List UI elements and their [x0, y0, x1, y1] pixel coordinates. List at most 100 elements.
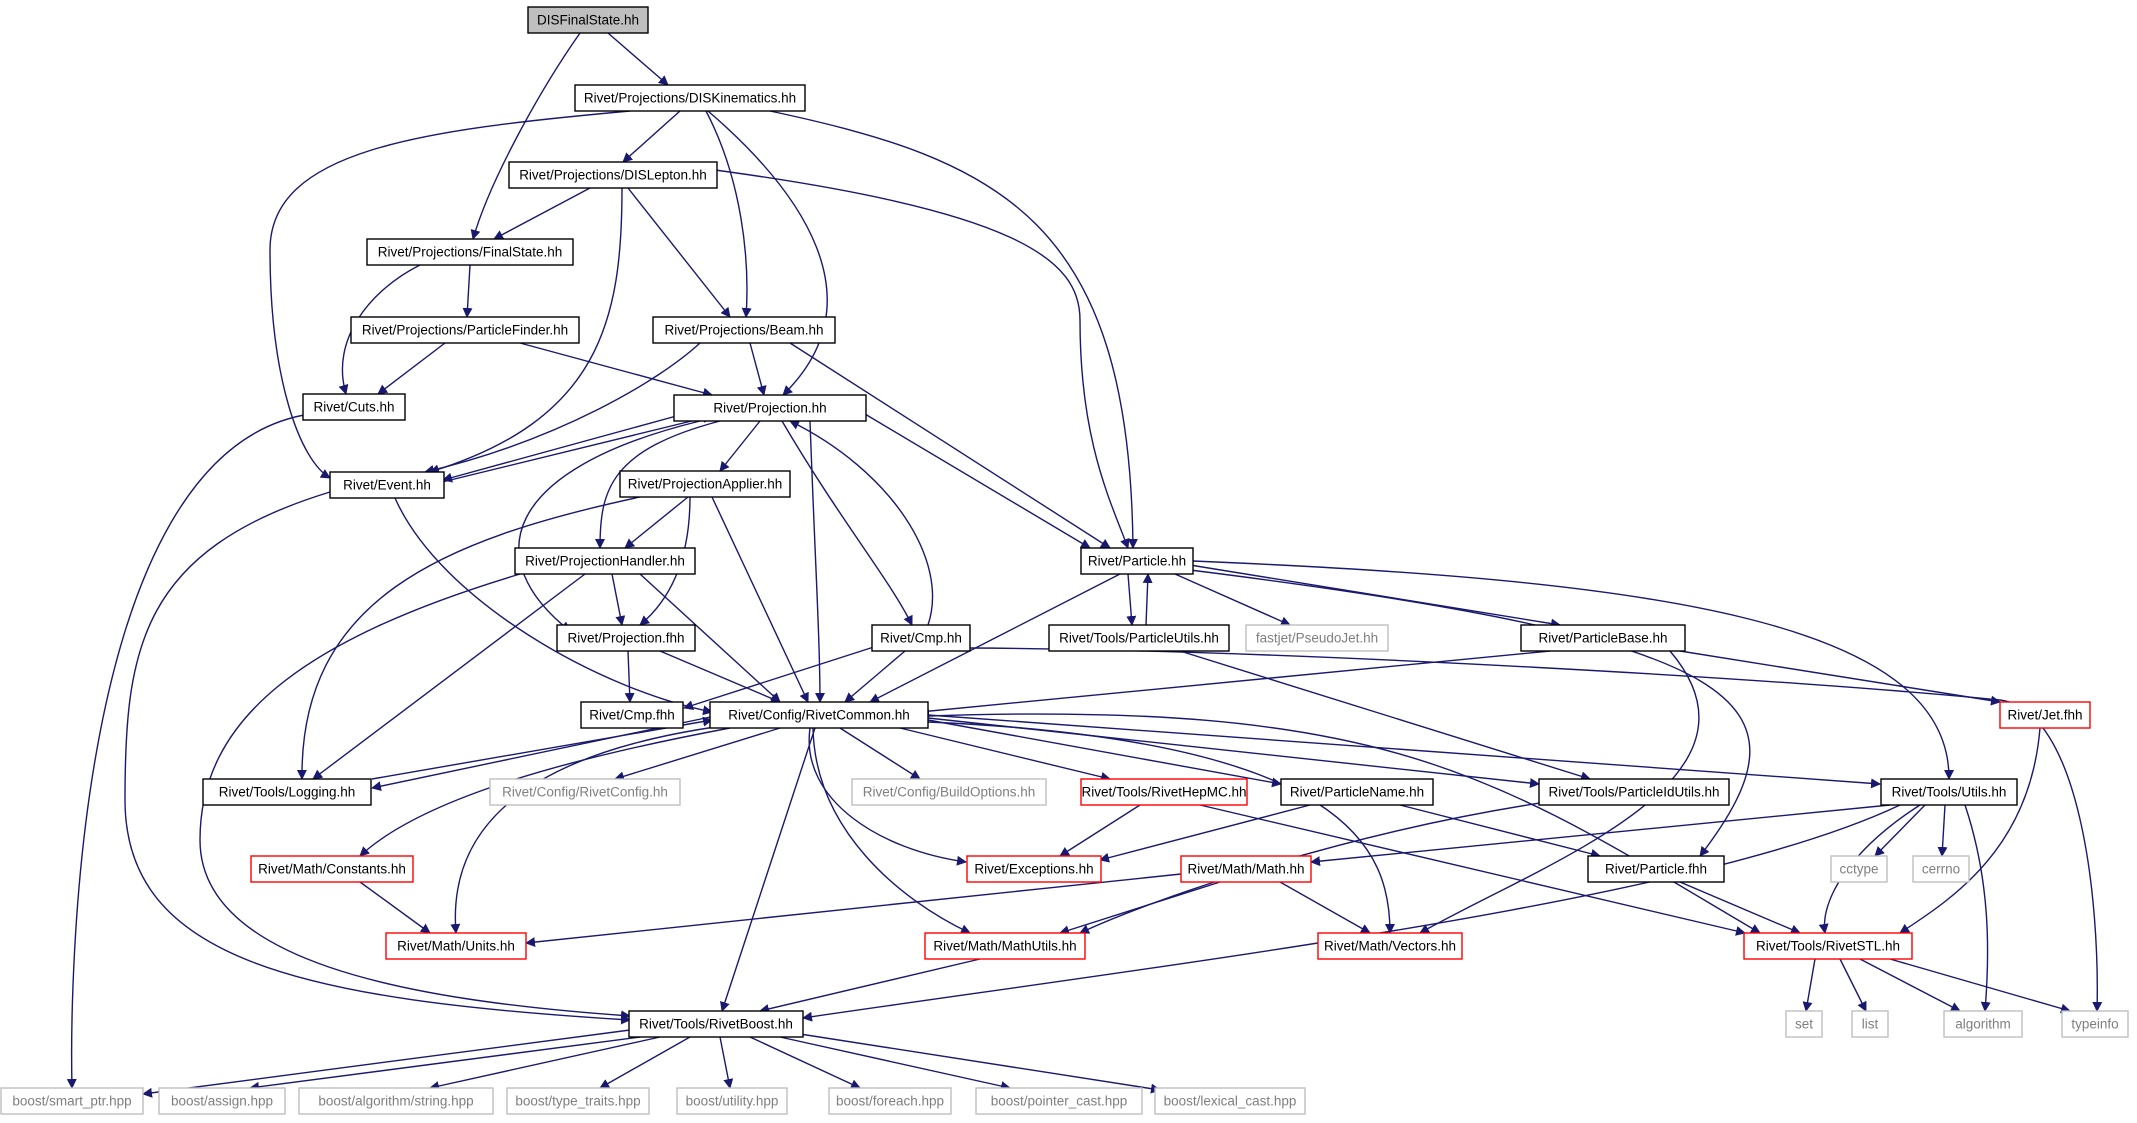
node-particleidutils[interactable]: Rivet/Tools/ParticleIdUtils.hh — [1538, 778, 1730, 806]
edge-particle-to-pseudojet — [1174, 573, 1291, 626]
node-box — [1317, 932, 1463, 960]
node-cmp[interactable]: Rivet/Cmp.hh — [871, 624, 971, 652]
node-label: Rivet/Particle.fhh — [1605, 862, 1707, 877]
node-finalstate[interactable]: Rivet/Projections/FinalState.hh — [366, 238, 574, 266]
node-event[interactable]: Rivet/Event.hh — [329, 471, 445, 499]
node-particlefinder[interactable]: Rivet/Projections/ParticleFinder.hh — [350, 316, 580, 344]
node-exceptions[interactable]: Rivet/Exceptions.hh — [966, 855, 1102, 883]
edge-finalstate-to-particlefinder — [462, 264, 473, 318]
node-box — [851, 778, 1047, 806]
edge-math-to-vectors — [1279, 881, 1371, 934]
edge-cmp-to-rivetcommon — [844, 650, 906, 703]
edge-rivetboost-to-algo_string — [429, 1036, 661, 1091]
node-particle_fhh[interactable]: Rivet/Particle.fhh — [1587, 855, 1725, 883]
edge-projectionapplier-to-rivetcommon — [711, 496, 809, 703]
nodes-layer: DISFinalState.hhRivet/Projections/DISKin… — [0, 6, 2129, 1115]
node-box — [673, 394, 867, 422]
node-buildoptions[interactable]: Rivet/Config/BuildOptions.hh — [851, 778, 1047, 806]
node-beam[interactable]: Rivet/Projections/Beam.hh — [652, 316, 836, 344]
node-particlename[interactable]: Rivet/ParticleName.hh — [1280, 778, 1434, 806]
node-lexical_cast[interactable]: boost/lexical_cast.hpp — [1154, 1087, 1306, 1115]
edge-rivetcommon-to-units — [450, 725, 723, 934]
edge-rivetboost-to-utility — [719, 1036, 734, 1089]
node-math[interactable]: Rivet/Math/Math.hh — [1180, 855, 1312, 883]
node-box — [975, 1087, 1143, 1115]
node-logging[interactable]: Rivet/Tools/Logging.hh — [202, 778, 372, 806]
node-rivetcommon[interactable]: Rivet/Config/RivetCommon.hh — [709, 701, 929, 729]
node-label: boost/pointer_cast.hpp — [991, 1094, 1128, 1109]
edge-projection-to-particle — [864, 413, 1091, 549]
node-cmp_fhh[interactable]: Rivet/Cmp.fhh — [580, 701, 684, 729]
edge-projectionhandler-to-rivetboost — [199, 573, 631, 1021]
edge-particlebase-to-vectors — [1419, 650, 1700, 934]
node-particle[interactable]: Rivet/Particle.hh — [1080, 547, 1194, 575]
node-label: Rivet/Math/Vectors.hh — [1324, 939, 1456, 954]
node-label: fastjet/PseudoJet.hh — [1256, 631, 1378, 646]
node-box — [966, 855, 1102, 883]
edge-rivetboost-to-pointer_cast — [779, 1036, 1011, 1091]
node-cuts[interactable]: Rivet/Cuts.hh — [302, 393, 406, 421]
node-label: Rivet/Cmp.fhh — [589, 708, 675, 723]
node-utils[interactable]: Rivet/Tools/Utils.hh — [1880, 778, 2018, 806]
node-vectors[interactable]: Rivet/Math/Vectors.hh — [1317, 932, 1463, 960]
edge-utils-to-cctype — [1874, 804, 1926, 857]
node-label: cctype — [1839, 862, 1878, 877]
edge-projection-to-projectionhandler — [595, 420, 721, 549]
edge-rivetcommon-to-particlename — [927, 719, 1282, 788]
node-label: Rivet/Math/Units.hh — [397, 939, 515, 954]
edge-particle-to-particle_fhh — [1189, 569, 1751, 857]
node-foreach[interactable]: boost/foreach.hpp — [828, 1087, 952, 1115]
edge-rivetcommon-to-utils — [927, 714, 1881, 789]
node-pointer_cast[interactable]: boost/pointer_cast.hpp — [975, 1087, 1143, 1115]
edge-particlename-to-exceptions — [1099, 804, 1311, 863]
edge-beam-to-event — [424, 342, 701, 475]
node-rivetconfig[interactable]: Rivet/Config/RivetConfig.hh — [489, 778, 681, 806]
node-smart_ptr[interactable]: boost/smart_ptr.hpp — [0, 1087, 144, 1115]
edge-particlebase-to-jet_fhh — [1679, 650, 2001, 706]
node-disfinalstate[interactable]: DISFinalState.hh — [527, 6, 649, 34]
node-particleutils[interactable]: Rivet/Tools/ParticleUtils.hh — [1048, 624, 1230, 652]
node-label: Rivet/Cmp.hh — [880, 631, 962, 646]
edge-projectionhandler-to-projection_fhh — [611, 573, 626, 626]
edge-projection-to-cmp — [781, 420, 913, 626]
edge-projectionapplier-to-logging — [296, 496, 641, 780]
node-box — [652, 316, 836, 344]
node-box — [1080, 778, 1248, 806]
node-box — [1785, 1010, 1823, 1038]
edge-rivetcommon-to-buildoptions — [839, 727, 921, 780]
node-units[interactable]: Rivet/Math/Units.hh — [385, 932, 527, 960]
node-rivetstl[interactable]: Rivet/Tools/RivetSTL.hh — [1743, 932, 1913, 960]
node-list[interactable]: list — [1851, 1010, 1889, 1038]
node-rivethepmc[interactable]: Rivet/Tools/RivetHepMC.hh — [1080, 778, 1248, 806]
edge-rivetcommon-to-rivetconfig — [614, 727, 781, 782]
node-diskinematics[interactable]: Rivet/Projections/DISKinematics.hh — [574, 84, 806, 112]
node-typeinfo[interactable]: typeinfo — [2061, 1010, 2129, 1038]
node-algorithm[interactable]: algorithm — [1943, 1010, 2023, 1038]
edge-cuts-to-smart_ptr — [66, 413, 311, 1089]
edge-rivetboost-to-smart_ptr — [142, 1029, 631, 1098]
node-mathutils[interactable]: Rivet/Math/MathUtils.hh — [924, 932, 1086, 960]
node-label: set — [1795, 1017, 1813, 1032]
node-label: algorithm — [1955, 1017, 2011, 1032]
node-cctype[interactable]: cctype — [1830, 855, 1888, 883]
node-algo_string[interactable]: boost/algorithm/string.hpp — [298, 1087, 494, 1115]
node-projection_fhh[interactable]: Rivet/Projection.fhh — [556, 624, 696, 652]
node-assign[interactable]: boost/assign.hpp — [158, 1087, 286, 1115]
node-projection[interactable]: Rivet/Projection.hh — [673, 394, 867, 422]
node-type_traits[interactable]: boost/type_traits.hpp — [506, 1087, 650, 1115]
node-dislepton[interactable]: Rivet/Projections/DISLepton.hh — [508, 161, 718, 189]
node-cerrno[interactable]: cerrno — [1912, 855, 1970, 883]
node-projectionhandler[interactable]: Rivet/ProjectionHandler.hh — [514, 547, 696, 575]
node-label: boost/utility.hpp — [686, 1094, 779, 1109]
node-constants[interactable]: Rivet/Math/Constants.hh — [250, 855, 414, 883]
node-box — [1880, 778, 2018, 806]
node-set[interactable]: set — [1785, 1010, 1823, 1038]
edge-rivethepmc-to-rivetstl — [1199, 804, 1746, 936]
node-projectionapplier[interactable]: Rivet/ProjectionApplier.hh — [619, 470, 791, 498]
node-rivetboost[interactable]: Rivet/Tools/RivetBoost.hh — [628, 1010, 804, 1038]
edge-projection-to-event — [442, 414, 681, 483]
node-pseudojet[interactable]: fastjet/PseudoJet.hh — [1245, 624, 1389, 652]
node-utility[interactable]: boost/utility.hpp — [676, 1087, 788, 1115]
node-particlebase[interactable]: Rivet/ParticleBase.hh — [1520, 624, 1686, 652]
node-jet_fhh[interactable]: Rivet/Jet.fhh — [1999, 701, 2091, 729]
